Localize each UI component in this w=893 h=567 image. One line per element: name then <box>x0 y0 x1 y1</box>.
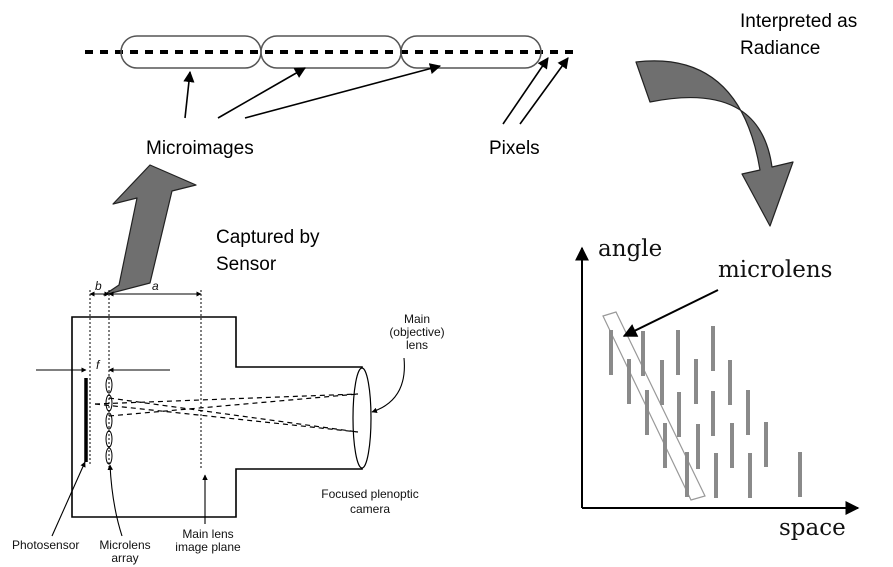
radiance-bar <box>663 423 667 468</box>
radiance-bars <box>609 326 802 498</box>
microimage-capsule <box>400 35 542 69</box>
x-axis-label: space <box>779 515 846 541</box>
radiance-bar <box>714 453 718 498</box>
captured-label-line2: Sensor <box>216 254 277 275</box>
focused-camera-label-line2: camera <box>349 502 390 516</box>
radiance-bar <box>711 326 715 371</box>
microimage-capsules <box>120 35 542 69</box>
captured-arrow <box>103 164 197 296</box>
image-plane-label-line2: image plane <box>175 540 241 554</box>
radiance-bar <box>728 360 732 405</box>
main-lens-label-line2: (objective) <box>389 325 445 339</box>
microlens-annotation-label: microlens <box>718 257 833 283</box>
microlens-pointer <box>622 289 719 337</box>
radiance-bar <box>798 452 802 497</box>
microlens-array-label-line1: Microlens <box>99 538 151 552</box>
radiance-bar <box>641 331 645 376</box>
radiance-plot <box>575 246 860 515</box>
reference-lines <box>89 290 202 470</box>
captured-label-line1: Captured by <box>216 227 320 248</box>
radiance-bar <box>645 390 649 435</box>
radiance-bar <box>627 359 631 404</box>
pixels-arrows <box>502 57 569 125</box>
camera-pointers <box>51 357 405 537</box>
microimages-label: Microimages <box>146 138 254 159</box>
microlens-array-label-line2: array <box>111 551 139 565</box>
radiance-bar <box>764 422 768 467</box>
interpreted-label-line1: Interpreted as <box>740 11 858 32</box>
ray-lines <box>94 393 359 433</box>
radiance-bar <box>609 330 613 375</box>
microlens-box <box>602 311 706 501</box>
main-lens-label-line3: lens <box>405 338 428 352</box>
image-plane-label-line1: Main lens <box>182 527 234 541</box>
radiance-bar <box>711 391 715 436</box>
radiance-bar <box>746 390 750 435</box>
interpreted-label-line2: Radiance <box>740 38 821 59</box>
camera-schematic <box>36 290 405 537</box>
radiance-bar <box>730 423 734 468</box>
radiance-bar <box>660 360 664 405</box>
microimages-arrows <box>183 63 442 119</box>
main-lens-label-line1: Main <box>403 312 430 326</box>
radiance-bar <box>685 452 689 497</box>
dim-b-label: b <box>95 279 102 293</box>
dim-f-label: f <box>96 358 100 372</box>
radiance-bar <box>748 453 752 498</box>
radiance-bar <box>694 359 698 404</box>
dim-a-label: a <box>152 279 159 293</box>
radiance-bar <box>676 330 680 375</box>
interpreted-arrow <box>635 60 794 227</box>
y-axis-label: angle <box>598 236 663 262</box>
focused-camera-label-line1: Focused plenoptic <box>321 487 419 501</box>
pixels-label: Pixels <box>489 138 540 159</box>
photosensor-label: Photosensor <box>12 538 80 552</box>
camera-body <box>71 316 363 518</box>
main-lens-ellipse <box>352 367 372 469</box>
radiance-bar <box>677 392 681 437</box>
radiance-bar <box>696 424 700 469</box>
